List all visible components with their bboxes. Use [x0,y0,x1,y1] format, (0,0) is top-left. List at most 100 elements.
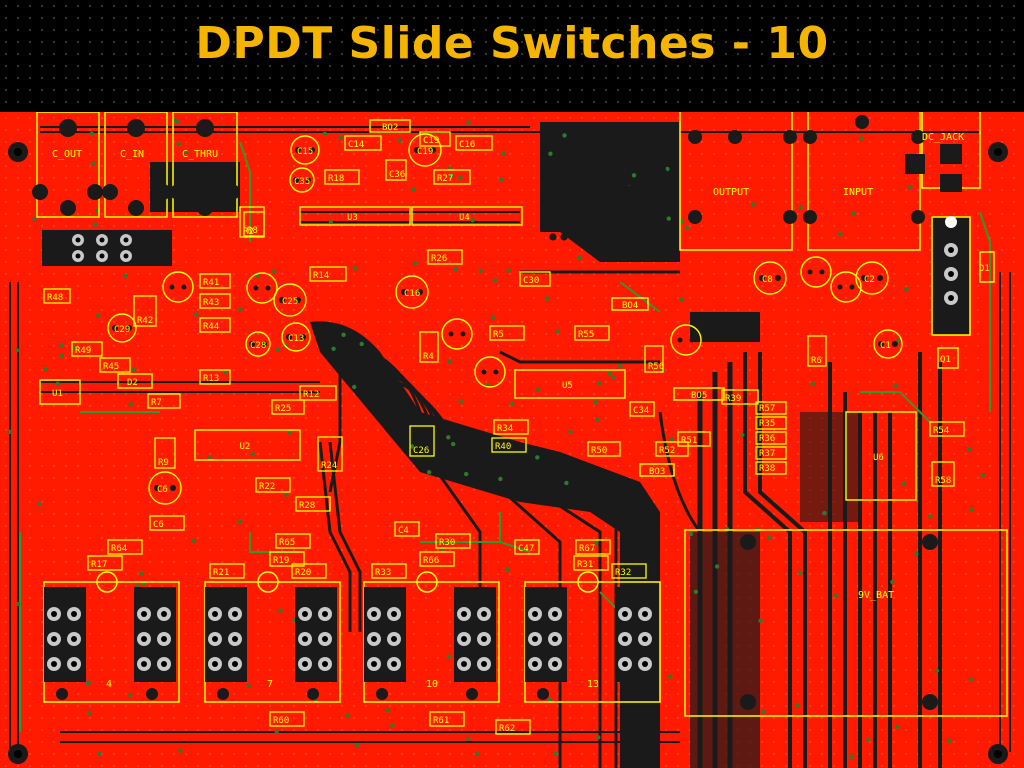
title-bar: DPDT Slide Switches - 10 [0,0,1024,112]
svg-text:R56: R56 [648,362,664,372]
svg-text:R54: R54 [933,426,949,436]
switch-label: 10 [426,679,438,690]
svg-text:C14: C14 [348,140,364,150]
svg-text:R17: R17 [91,560,107,570]
svg-text:R22: R22 [259,482,275,492]
component-r54: R54 [929,421,965,437]
switch-label: 7 [267,679,273,690]
label-c-in: C_IN [120,149,144,160]
capacitor-c13: C13 [281,322,311,352]
svg-text:C16: C16 [404,289,420,299]
component-r64: R64 [107,539,143,555]
svg-text:R19: R19 [273,556,289,566]
component-r61: R61 [429,711,465,727]
svg-text:R55: R55 [578,330,594,340]
svg-text:C13: C13 [288,334,304,344]
svg-text:C35: C35 [294,177,310,187]
component-r42: R42 [133,295,157,327]
component-r18: R18 [324,169,360,185]
component-r17: R17 [87,555,123,571]
svg-text:R38: R38 [759,464,775,474]
svg-text:R32: R32 [615,568,631,578]
svg-text:R43: R43 [203,298,219,308]
component-c36: C36 [385,159,407,181]
svg-text:BO3: BO3 [649,467,665,477]
audio-connector-pads [32,119,240,216]
svg-text:C16: C16 [459,140,475,150]
svg-text:C28: C28 [250,341,266,351]
component-r7: R7 [147,393,181,409]
svg-text:C4: C4 [398,526,409,536]
transistor [474,356,506,388]
svg-text:R28: R28 [299,501,315,511]
svg-text:R48: R48 [47,293,63,303]
dpdt-switch: 13 [524,571,661,703]
svg-text:C6: C6 [157,485,168,495]
svg-text:U5: U5 [562,381,573,391]
svg-text:R26: R26 [431,254,447,264]
svg-text:U3: U3 [347,213,358,223]
component-r49: R49 [71,341,103,357]
component-r6: R6 [807,335,827,367]
component-c16: C16 [455,135,493,151]
part-bo2: BO2 [369,119,411,133]
svg-text:R35: R35 [759,419,775,429]
component-c19: C19 [419,131,451,147]
part-u6: U6 [845,411,917,501]
svg-text:C15: C15 [297,147,313,157]
component-c26: C26 [409,425,435,457]
capacitor-c1: C1 [873,329,903,359]
capacitor-c19: C19 [408,133,442,167]
svg-text:R57: R57 [759,404,775,414]
capacitor-c28: C28 [245,331,271,357]
label-input: INPUT [843,187,873,198]
component-r57: R57 [755,401,787,415]
component-r9: R9 [154,437,176,469]
component-r40: R40 [491,437,527,453]
svg-text:R41: R41 [203,278,219,288]
component-r35: R35 [755,416,787,430]
label-c-thru: C_THRU [182,149,218,160]
svg-text:R67: R67 [579,544,595,554]
svg-text:R31: R31 [577,560,593,570]
component-r25: R25 [271,399,305,415]
component-r31: R31 [573,555,609,571]
component-r4: R4 [419,331,439,363]
component-r24: R24 [317,436,343,472]
component-r43: R43 [199,293,231,309]
label-c-out: C_OUT [52,149,82,160]
capacitor-c35: C35 [289,167,315,193]
svg-text:C34: C34 [633,406,649,416]
svg-text:D2: D2 [127,378,138,388]
svg-text:C6: C6 [153,520,164,530]
component-r22: R22 [255,477,291,493]
capacitor-c2: C2 [855,261,889,295]
svg-text:R51: R51 [681,436,697,446]
svg-text:U2: U2 [240,442,251,452]
component-r8: R8 [243,211,265,237]
svg-text:D1: D1 [979,264,990,274]
switch-label: 4 [106,679,112,690]
svg-text:R7: R7 [151,398,162,408]
component-r56: R56 [644,345,664,373]
svg-text:C29: C29 [114,325,130,335]
svg-text:R27: R27 [437,174,453,184]
component-r21: R21 [209,563,245,579]
svg-text:C47: C47 [518,544,534,554]
part-u3: U3 [299,206,411,226]
component-r60: R60 [269,711,305,727]
component-r44: R44 [199,317,231,333]
part-bo4: BO4 [611,297,649,311]
capacitor-c25: C25 [273,283,307,317]
capacitor-c6: C6 [148,471,182,505]
component-c30: C30 [519,271,551,287]
svg-text:C8: C8 [762,275,773,285]
svg-text:R39: R39 [725,394,741,404]
component-r38: R38 [755,461,787,475]
svg-text:R18: R18 [328,174,344,184]
pin-header-right [931,216,971,336]
part-u5: U5 [514,369,626,399]
component-r66: R66 [419,551,455,567]
component-r28: R28 [295,496,331,512]
